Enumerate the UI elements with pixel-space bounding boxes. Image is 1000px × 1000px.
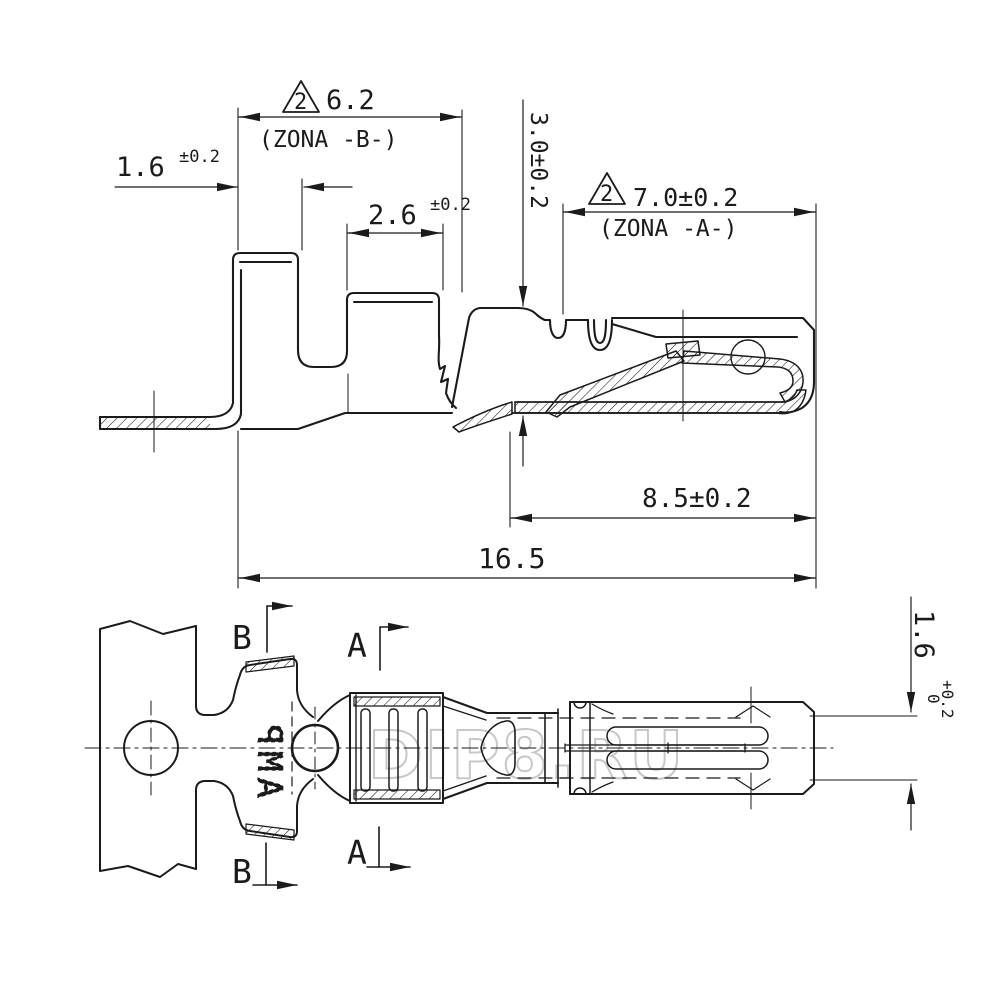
side-view-dimension-lines	[114, 99, 817, 583]
section-markers	[252, 601, 411, 890]
dim-tip-tol-minus: 0	[924, 694, 943, 704]
dim-2_6-value: 2.6	[368, 200, 417, 231]
section-b-top-label: B	[232, 618, 252, 657]
lance-outer	[586, 318, 614, 352]
solder-tab-hatch	[100, 417, 210, 429]
dim-6_2-value: 6.2	[326, 85, 375, 116]
flag-zona-a-number: 2	[600, 182, 613, 207]
side-view-extension-lines	[237, 107, 817, 589]
tab-bottom-contour	[98, 268, 243, 431]
zona-b-label: (ZONA -B-)	[259, 127, 397, 153]
stamp-group: AMP	[248, 718, 289, 799]
dim-7_0-value: 7.0±0.2	[633, 183, 738, 212]
collar-flare-marks	[591, 703, 614, 793]
inspection-flags	[282, 80, 626, 205]
left-contour	[98, 251, 441, 419]
crimp-barrel-outline	[349, 692, 444, 804]
plan-view	[84, 596, 918, 890]
dim-3_0-value: 3.0±0.2	[525, 112, 551, 209]
serration-bar	[388, 708, 399, 792]
dim-8_5-value: 8.5±0.2	[642, 484, 752, 514]
section-a-bottom-label: A	[347, 833, 367, 872]
barrel-hatch-top	[353, 696, 441, 707]
tip-dimension	[809, 596, 918, 831]
strip-zigzag-edges	[99, 620, 197, 878]
section-b-bottom-label: B	[232, 852, 252, 891]
transition-bottom-inner	[442, 775, 487, 792]
collar-notch-top	[573, 701, 587, 709]
transition-top-inner	[442, 705, 487, 721]
dim-tip-tol-plus: +0.2	[938, 680, 957, 719]
bellmouth-wedge	[452, 401, 513, 433]
tip-chamfer-marks	[735, 705, 771, 791]
flag-zona-b-number: 2	[294, 90, 307, 115]
side-view-dimension-texts: 1.6 ±0.2 2 6.2 (ZONA -B-) 2.6 ±0.2 3.0±0…	[116, 85, 752, 575]
transition-bottom	[442, 782, 559, 800]
zona-a-label: (ZONA -A-)	[599, 216, 737, 242]
contact-dimple-circle	[730, 339, 766, 375]
dim-3_0-group: 3.0±0.2	[525, 112, 551, 209]
strip-right-lower	[195, 780, 215, 870]
spring-upper-arm	[681, 350, 804, 403]
serration-bar	[417, 708, 428, 792]
trapezoid-top-contour	[213, 657, 314, 718]
transition-wave	[437, 334, 458, 410]
barrel-hatch-bottom	[353, 789, 441, 800]
section-a-top-label: A	[347, 626, 367, 665]
trapezoid-bottom-contour	[213, 778, 314, 839]
stamp-text: AMP	[249, 719, 289, 798]
collar-notch-bottom	[573, 787, 587, 795]
hump-contour	[450, 306, 547, 409]
strip-right-upper	[195, 625, 215, 716]
trapezoid-hatch-bottom	[245, 823, 295, 841]
transition-top	[442, 696, 559, 714]
plan-view-texts: B A B A AMP 1.6 +0.2 0	[232, 610, 957, 891]
box-inner-top	[610, 322, 799, 339]
trapezoid-hatch-top	[245, 655, 295, 673]
dim-16_5-value: 16.5	[478, 542, 545, 575]
tip-dim-text-group: 1.6 +0.2 0	[908, 610, 957, 719]
side-view	[98, 80, 817, 589]
top-notch	[543, 318, 590, 340]
dim-2_6-tolerance: ±0.2	[430, 195, 471, 215]
floor-line	[239, 411, 454, 431]
lance-inner	[592, 318, 608, 345]
dim-1_6-tolerance: ±0.2	[179, 147, 220, 167]
dim-tip-value: 1.6	[908, 610, 939, 659]
serration-bar	[360, 708, 371, 792]
hidden-edge-dashes	[496, 717, 741, 779]
side-view-centerlines	[153, 309, 684, 453]
flag-triangle-zona-b	[282, 80, 320, 113]
plan-view-centerlines	[84, 686, 834, 810]
flag-triangle-zona-a	[588, 172, 626, 205]
flare-top	[317, 694, 351, 722]
watermark-text: DIP8.RU	[368, 717, 685, 794]
dim-1_6-value: 1.6	[116, 152, 165, 183]
flare-bottom	[317, 774, 351, 802]
